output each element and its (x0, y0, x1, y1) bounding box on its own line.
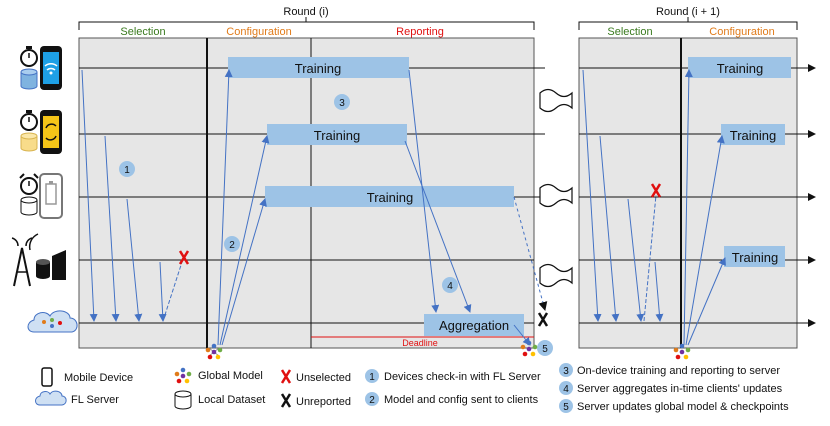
step-legend-text: Server updates global model & checkpoint… (577, 401, 789, 413)
legend-fl-server: FL Server (71, 394, 119, 406)
legend-mobile-device: Mobile Device (64, 372, 133, 384)
training-box-next (688, 57, 791, 78)
phase-configuration-label-next: Configuration (709, 26, 774, 38)
step-circle: 1 (119, 161, 135, 177)
legend-unselected: Unselected (296, 372, 351, 384)
mobile-tower-icon (11, 233, 66, 287)
database-icon (20, 132, 38, 152)
database-icon (20, 68, 38, 90)
legend-unreported: Unreported (296, 396, 351, 408)
training-box-next (721, 124, 785, 145)
svg-text:5: 5 (542, 344, 548, 355)
training-box-next (724, 246, 785, 267)
check-in-arrows (81, 69, 167, 322)
smartphone-charging-icon (39, 173, 63, 219)
unreported-x-icon (537, 312, 549, 327)
unselected-dashed-arrow (162, 261, 183, 322)
step-legend-num: 3 (563, 366, 569, 377)
global-model-icon (673, 343, 691, 360)
svg-text:1: 1 (124, 165, 130, 176)
aggregation-box (424, 314, 524, 336)
time-break-icon (539, 88, 573, 288)
svg-text:2: 2 (229, 240, 235, 251)
next-round-arrows (582, 69, 726, 346)
step-legend-num: 5 (563, 402, 569, 413)
phase-reporting-label: Reporting (396, 26, 444, 38)
local-dataset-icon (174, 390, 192, 410)
global-model-icon (205, 343, 223, 360)
step-legend-text: On-device training and reporting to serv… (577, 365, 780, 377)
config-arrows (217, 69, 270, 346)
phase-selection-label: Selection (120, 26, 165, 38)
mobile-device-icon (41, 367, 53, 387)
unselected-x-icon (280, 369, 292, 384)
training-label: Training (732, 250, 778, 265)
round-i1-panel (578, 37, 798, 349)
svg-text:4: 4 (447, 281, 453, 292)
training-box (228, 57, 409, 78)
step-circle: 5 (537, 340, 553, 356)
step-legend-num: 1 (369, 372, 375, 383)
fl-server-cloud-icon (27, 310, 78, 333)
smartphone-sync-icon (40, 110, 62, 154)
aggregation-label: Aggregation (439, 318, 509, 333)
step-circle: 3 (334, 94, 350, 110)
phase-configuration-label: Configuration (226, 26, 291, 38)
fl-server-icon (35, 390, 67, 406)
training-box (267, 124, 407, 145)
step-circle: 2 (224, 236, 240, 252)
database-icon (20, 196, 38, 216)
global-model-icon (520, 340, 538, 357)
unreported-dashed-arrow (513, 196, 548, 311)
svg-text:3: 3 (339, 98, 345, 109)
unreported-x-icon (280, 393, 292, 408)
training-label: Training (295, 61, 341, 76)
training-label: Training (717, 61, 763, 76)
round-i1-label: Round (i + 1) (656, 6, 720, 18)
stopwatch-icon (20, 110, 38, 131)
smartphone-wifi-icon (40, 46, 62, 90)
legend-global-model: Global Model (198, 370, 263, 382)
training-label: Training (314, 128, 360, 143)
step-circle: 4 (442, 277, 458, 293)
alarm-clock-icon (19, 173, 39, 195)
training-box (265, 186, 514, 207)
timeline-arrowheads (808, 64, 816, 327)
legend: Mobile Device FL Server Global Model Loc… (35, 363, 789, 413)
step-legend-text: Model and config sent to clients (384, 394, 539, 406)
training-label: Training (730, 128, 776, 143)
report-arrows (404, 69, 472, 313)
training-label: Training (367, 190, 413, 205)
step-legend-num: 4 (563, 384, 569, 395)
global-model-icon (174, 367, 192, 384)
unselected-x-icon (178, 250, 190, 265)
phase-selection-label-next: Selection (607, 26, 652, 38)
legend-local-dataset: Local Dataset (198, 394, 265, 406)
stopwatch-icon (20, 46, 38, 67)
step-legend-text: Server aggregates in-time clients' updat… (577, 383, 783, 395)
unselected-x-icon (650, 183, 662, 198)
deadline-label: Deadline (402, 338, 438, 348)
step-legend-num: 2 (369, 395, 375, 406)
step-legend-text: Devices check-in with FL Server (384, 371, 541, 383)
round-i-label: Round (i) (283, 6, 328, 18)
